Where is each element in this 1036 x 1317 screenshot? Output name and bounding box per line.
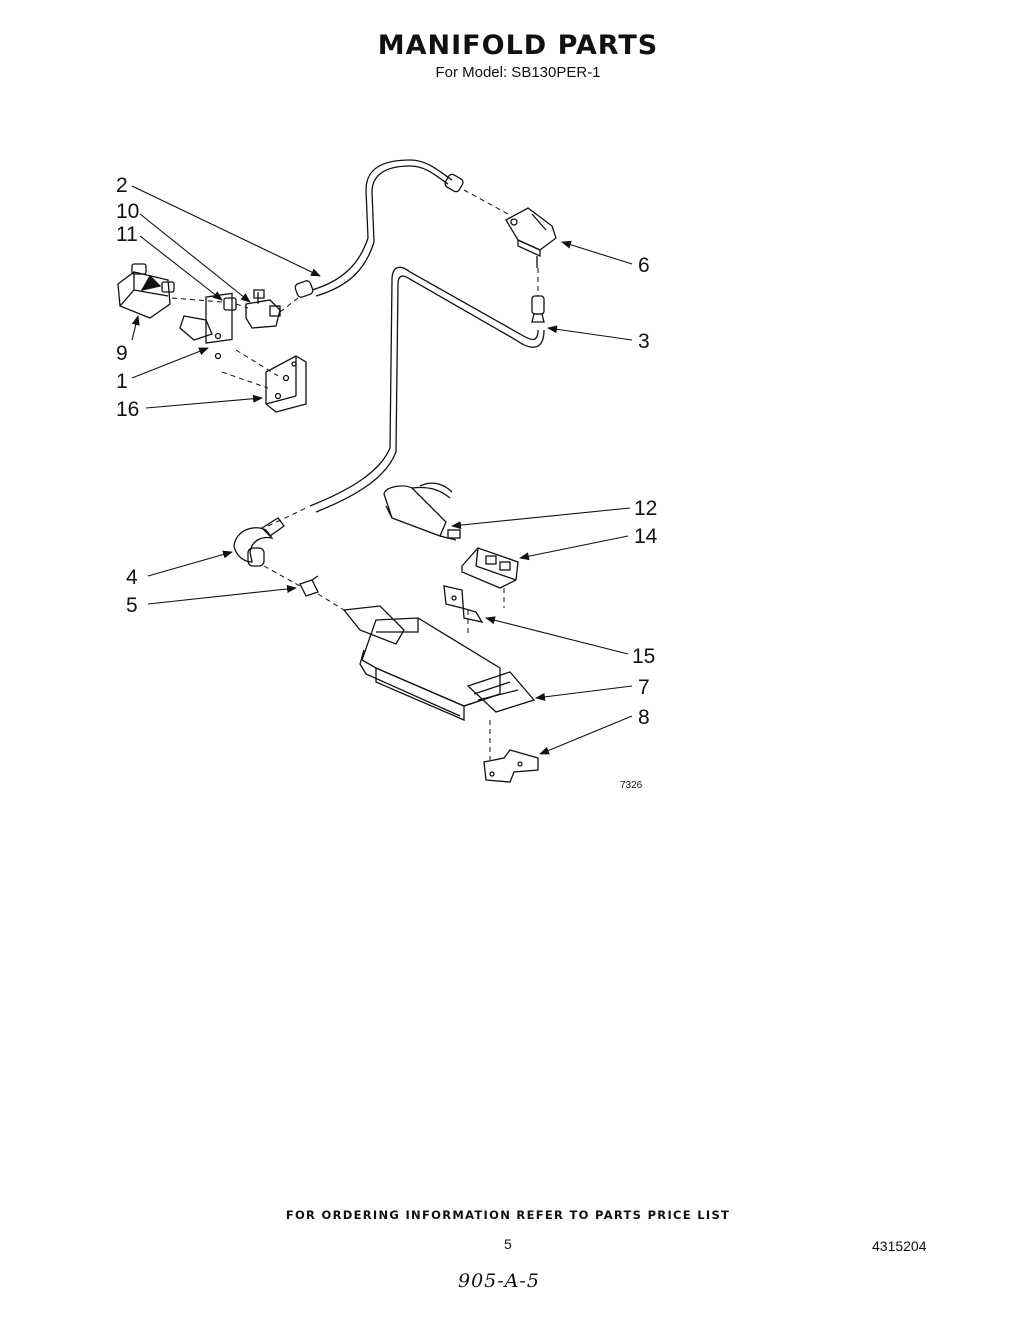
part-14-switch <box>461 547 519 589</box>
manifold-exploded-diagram: 2 10 11 9 1 16 6 3 12 14 4 5 15 7 8 7326 <box>116 159 658 791</box>
part-11-fitting <box>223 297 237 311</box>
part-12-igniter <box>383 482 461 541</box>
part-16-angle-bracket <box>265 355 307 413</box>
callout-8: 8 <box>638 706 650 729</box>
callout-15: 15 <box>632 645 655 668</box>
callout-11: 11 <box>116 223 138 246</box>
part-10-valve <box>245 289 281 329</box>
part-8-small-bracket <box>483 749 539 783</box>
part-9-solenoid-valve <box>117 263 175 319</box>
assembly-dashed-lines <box>171 189 539 760</box>
figure-number: 7326 <box>620 780 643 791</box>
callout-9: 9 <box>116 342 128 365</box>
document-number: 4315204 <box>872 1238 927 1254</box>
part-4-elbow <box>233 517 285 567</box>
handwritten-note: 905-A-5 <box>458 1270 540 1292</box>
part-5-orifice <box>299 575 319 597</box>
callout-16: 16 <box>116 398 139 421</box>
part-6-connector <box>505 207 557 268</box>
callout-1: 1 <box>116 370 128 393</box>
part-7-burner <box>342 605 536 721</box>
callout-10: 10 <box>116 200 139 223</box>
callout-2: 2 <box>116 174 128 197</box>
callout-5: 5 <box>126 594 138 617</box>
callout-labels: 2 10 11 9 1 16 6 3 12 14 4 5 15 7 8 7326 <box>116 174 658 791</box>
callout-6: 6 <box>638 254 650 277</box>
callout-4: 4 <box>126 566 138 589</box>
ordering-note: FOR ORDERING INFORMATION REFER TO PARTS … <box>285 1208 731 1222</box>
part-2-upper-tube <box>294 159 464 298</box>
callout-12: 12 <box>634 497 657 520</box>
part-3-long-tube <box>309 266 545 513</box>
part-15-bracket <box>443 585 484 623</box>
callout-7: 7 <box>638 676 650 699</box>
callout-3: 3 <box>638 330 650 353</box>
callout-arrows <box>131 185 633 755</box>
callout-14: 14 <box>634 525 658 548</box>
page-number: 5 <box>504 1236 512 1252</box>
model-subtitle: For Model: SB130PER-1 <box>435 64 601 81</box>
page-title: MANIFOLD PARTS <box>377 30 659 61</box>
